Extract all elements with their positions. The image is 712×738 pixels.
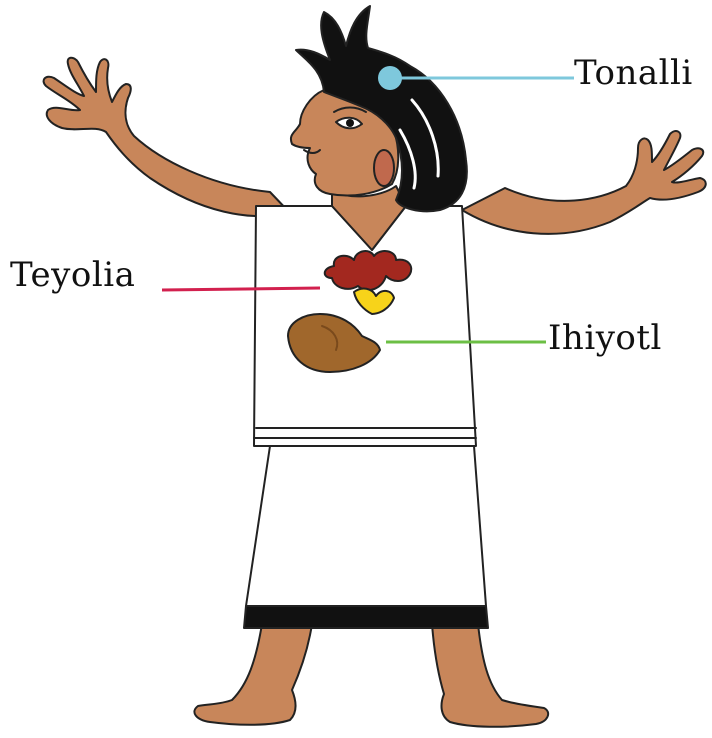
skirt-black-hem <box>244 606 488 628</box>
tonalli-label: Tonalli <box>574 56 693 90</box>
left-arm <box>44 58 290 216</box>
tonalli-marker-dot <box>378 66 402 90</box>
ear <box>374 150 394 186</box>
right-arm <box>462 131 706 234</box>
teyolia-label: Teyolia <box>10 258 135 292</box>
right-leg <box>432 624 548 727</box>
left-leg <box>194 624 312 725</box>
white-skirt <box>246 446 486 606</box>
pupil <box>346 119 354 127</box>
ihiyotl-label: Ihiyotl <box>548 321 662 355</box>
teyolia-pointer-line <box>162 288 320 290</box>
